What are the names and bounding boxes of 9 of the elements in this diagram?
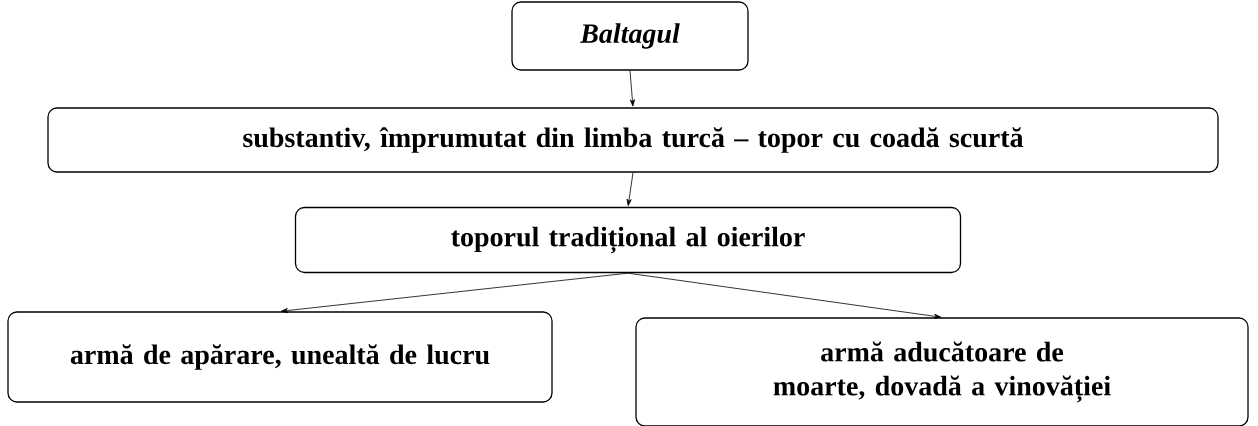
arrow <box>627 272 942 319</box>
concept-box: armă aducătoare de moarte, dovadă a vinovăției <box>635 317 1249 426</box>
arrow <box>629 70 635 107</box>
arrow <box>280 272 629 314</box>
concept-box: Baltagul <box>511 1 749 71</box>
concept-box: armă de apărare, unealtă de lucru <box>7 311 553 403</box>
concept-box: substantiv, împrumutat din limba turcă – topor cu coadă scurtă <box>47 107 1219 173</box>
arrow <box>626 172 634 206</box>
concept-box: toporul tradițional al oierilor <box>294 206 962 274</box>
